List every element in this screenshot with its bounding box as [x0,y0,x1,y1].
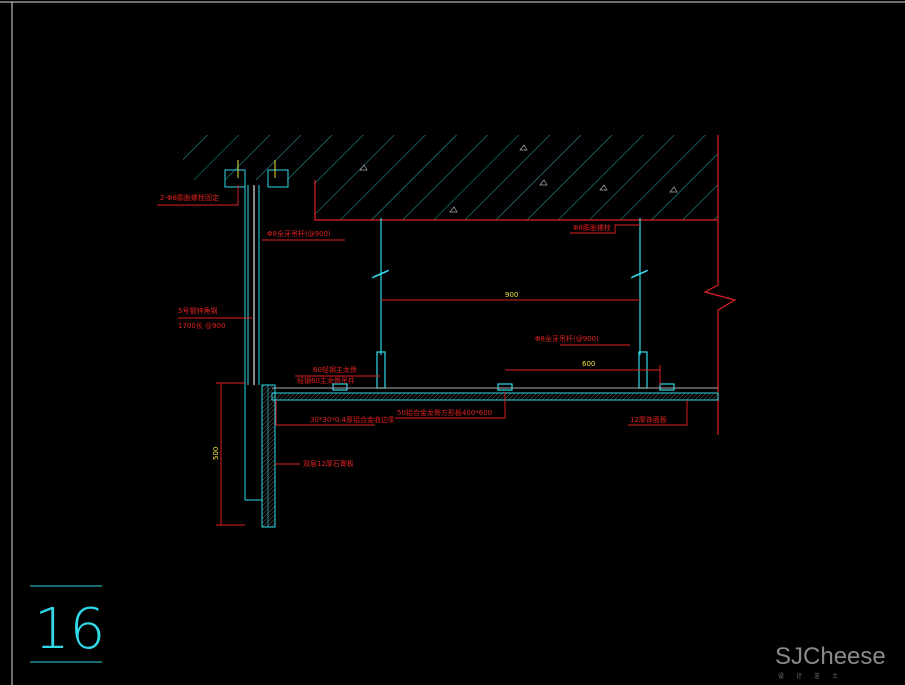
svg-text:设计芝士: 设计芝士 [778,672,850,680]
label-angle-steel-spec: 1700长 @900 [178,321,225,330]
dimension-500: 500 [212,382,245,526]
label-gypsum-board: 双层12厚石膏板 [303,459,354,468]
label-finish-board: 12厚饰面板 [630,415,667,424]
wall-panel [261,384,276,528]
dimension-600: 600 [505,360,661,385]
annotations: 2-Φ8膨胀螺栓固定 Φ8全牙吊杆(@900) 5号镀锌角钢 1700长 @90… [160,193,667,468]
label-runner-hanger: 轻钢60主龙骨吊件 [297,376,355,385]
watermark-logo: SJCheese 设计芝士 [775,643,886,680]
svg-text:SJCheese: SJCheese [775,643,886,670]
svg-text:900: 900 [505,291,518,299]
hanging-rods [332,218,675,391]
dimension-900: 900 [381,291,640,301]
concrete-slab [183,135,737,435]
svg-text:500: 500 [212,447,220,460]
detail-number-tag: 16 [30,585,105,663]
label-rod-left: Φ8全牙吊杆(@900) [267,229,331,238]
svg-text:600: 600 [582,360,595,368]
label-angle-steel: 5号镀锌角钢 [178,306,217,315]
break-line [703,135,737,435]
label-ceiling-panel: 50铝合金龙骨方形板400*600 [397,408,492,417]
label-edge-trim: 30*30*0.4厚铝合金收边条 [310,415,395,424]
label-anchor-right: Φ8膨胀螺栓 [573,223,611,232]
svg-text:16: 16 [34,597,105,662]
label-rod-right: Φ8全牙吊杆(@900) [535,334,599,343]
angle-steel-hanger [224,160,289,501]
label-anchor-bolts: 2-Φ8膨胀螺栓固定 [160,193,219,202]
leader-lines [157,185,688,465]
label-main-runner: 60轻钢主龙骨 [313,365,357,374]
